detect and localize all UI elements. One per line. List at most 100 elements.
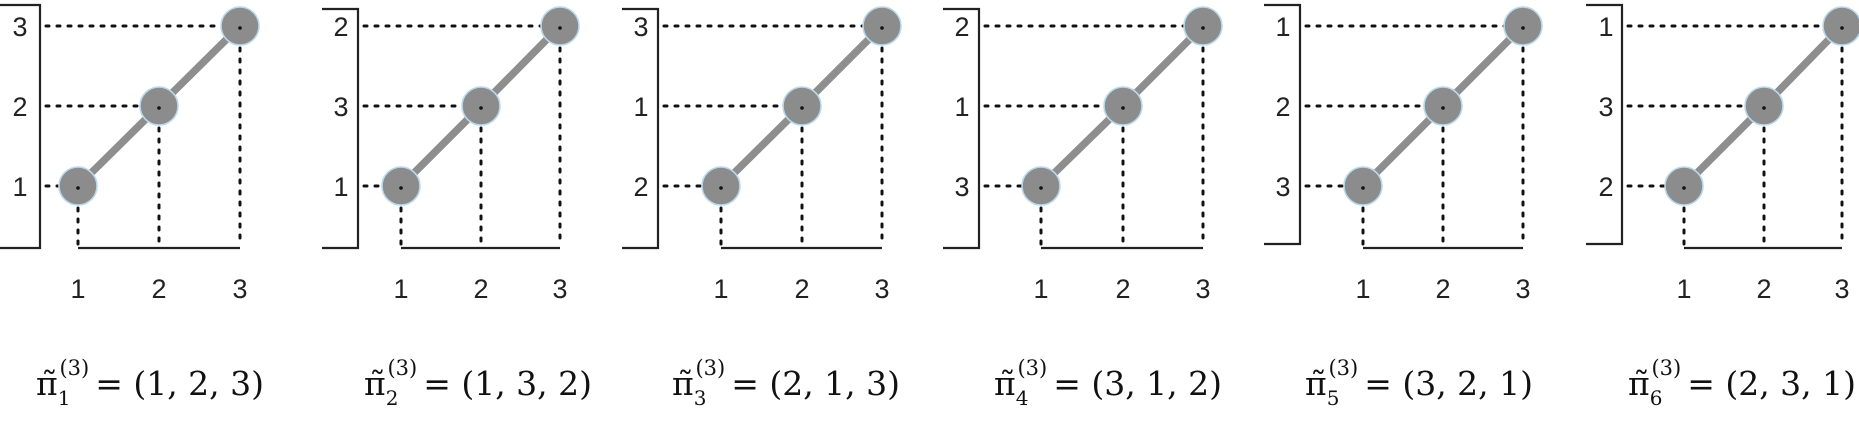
label-value: = (3, 1, 2) bbox=[1053, 364, 1222, 403]
node-1 bbox=[1021, 166, 1061, 206]
x-tick-label: 1 bbox=[713, 274, 728, 304]
label-subscript: 6 bbox=[1650, 386, 1663, 410]
node-center-dot bbox=[1361, 186, 1365, 190]
node-2 bbox=[1423, 86, 1463, 126]
x-tick-label: 2 bbox=[151, 274, 166, 304]
label-subscript: 2 bbox=[386, 386, 399, 410]
label-superscript: (3) bbox=[1328, 356, 1358, 380]
y-axis-bracket bbox=[943, 7, 981, 250]
label-subscript: 1 bbox=[58, 386, 71, 410]
y-tick-label: 3 bbox=[12, 12, 27, 42]
y-tick-label: 3 bbox=[333, 92, 348, 122]
label-value: = (3, 2, 1) bbox=[1364, 364, 1533, 403]
y-tick-label: 2 bbox=[1598, 172, 1613, 202]
y-axis-bracket bbox=[1264, 3, 1302, 246]
node-center-dot bbox=[479, 106, 483, 110]
x-tick-label: 2 bbox=[1756, 274, 1771, 304]
node-center-dot bbox=[1039, 186, 1043, 190]
x-tick-label: 3 bbox=[552, 274, 567, 304]
y-tick-label: 1 bbox=[1275, 12, 1290, 42]
permutation-label: π̃6 (3)= (2, 3, 1) bbox=[1628, 356, 1856, 410]
node-center-dot bbox=[157, 106, 161, 110]
panel-6: 1 3 2 1 2 3 π̃6 (3)= (2, 3, 1) bbox=[1586, 3, 1859, 410]
node-center-dot bbox=[1762, 106, 1766, 110]
y-tick-label: 2 bbox=[333, 12, 348, 42]
x-tick-label: 3 bbox=[232, 274, 247, 304]
node-3 bbox=[1183, 6, 1223, 46]
y-axis-bracket bbox=[322, 7, 360, 250]
node-3 bbox=[1822, 6, 1859, 46]
node-2 bbox=[782, 86, 822, 126]
node-center-dot bbox=[238, 26, 242, 30]
node-3 bbox=[862, 6, 902, 46]
pi-tilde-symbol: π̃ bbox=[36, 364, 58, 403]
node-1 bbox=[381, 166, 421, 206]
x-tick-label: 3 bbox=[1515, 274, 1530, 304]
x-tick-label: 1 bbox=[1033, 274, 1048, 304]
node-3 bbox=[220, 6, 260, 46]
node-2 bbox=[1103, 86, 1143, 126]
permutation-label: π̃5 (3)= (3, 2, 1) bbox=[1305, 356, 1533, 410]
x-tick-label: 2 bbox=[1435, 274, 1450, 304]
node-center-dot bbox=[880, 26, 884, 30]
node-center-dot bbox=[719, 186, 723, 190]
x-tick-label: 1 bbox=[393, 274, 408, 304]
node-center-dot bbox=[1521, 26, 1525, 30]
x-tick-label: 3 bbox=[1195, 274, 1210, 304]
x-tick-label: 3 bbox=[1834, 274, 1849, 304]
y-tick-label: 1 bbox=[1598, 12, 1613, 42]
pi-tilde-symbol: π̃ bbox=[994, 364, 1016, 403]
y-axis-bracket bbox=[0, 3, 42, 250]
label-subscript: 4 bbox=[1016, 386, 1029, 410]
label-superscript: (3) bbox=[387, 356, 417, 380]
node-center-dot bbox=[76, 186, 80, 190]
x-tick-label: 2 bbox=[794, 274, 809, 304]
x-tick-label: 2 bbox=[1115, 274, 1130, 304]
permutation-label: π̃4(3)= (3, 1, 2) bbox=[994, 356, 1222, 410]
node-1 bbox=[701, 166, 741, 206]
y-tick-label: 2 bbox=[633, 172, 648, 202]
panel-2: 2 3 1 1 2 3 π̃2 (3)= (1, 3, 2) bbox=[322, 6, 592, 410]
node-center-dot bbox=[1121, 106, 1125, 110]
y-tick-label: 2 bbox=[12, 92, 27, 122]
x-tick-label: 1 bbox=[1676, 274, 1691, 304]
node-center-dot bbox=[399, 186, 403, 190]
label-superscript: (3) bbox=[1651, 356, 1681, 380]
label-subscript: 5 bbox=[1327, 386, 1340, 410]
label-value: = (2, 3, 1) bbox=[1687, 364, 1856, 403]
pi-tilde-symbol: π̃ bbox=[1628, 364, 1650, 403]
y-tick-label: 3 bbox=[1598, 92, 1613, 122]
pi-tilde-symbol: π̃ bbox=[364, 364, 386, 403]
x-tick-label: 1 bbox=[1355, 274, 1370, 304]
node-3 bbox=[1503, 6, 1543, 46]
label-subscript: 3 bbox=[694, 386, 707, 410]
y-tick-label: 3 bbox=[954, 172, 969, 202]
pi-tilde-symbol: π̃ bbox=[672, 364, 694, 403]
node-center-dot bbox=[1201, 26, 1205, 30]
y-tick-label: 1 bbox=[12, 172, 27, 202]
node-3 bbox=[540, 6, 580, 46]
node-1 bbox=[58, 166, 98, 206]
y-tick-label: 2 bbox=[1275, 92, 1290, 122]
y-axis-bracket bbox=[1586, 3, 1624, 246]
node-center-dot bbox=[1840, 26, 1844, 30]
label-superscript: (3) bbox=[695, 356, 725, 380]
permutation-label: π̃1(3)= (1, 2, 3) bbox=[36, 356, 264, 410]
y-tick-label: 1 bbox=[333, 172, 348, 202]
permutation-label: π̃3(3)= (2, 1, 3) bbox=[672, 356, 900, 410]
node-center-dot bbox=[1441, 106, 1445, 110]
y-tick-label: 1 bbox=[954, 92, 969, 122]
node-2 bbox=[461, 86, 501, 126]
pi-tilde-symbol: π̃ bbox=[1305, 364, 1327, 403]
x-tick-label: 1 bbox=[70, 274, 85, 304]
node-1 bbox=[1664, 166, 1704, 206]
label-value: = (1, 3, 2) bbox=[423, 364, 592, 403]
permutation-label: π̃2 (3)= (1, 3, 2) bbox=[364, 356, 592, 410]
node-1 bbox=[1343, 166, 1383, 206]
node-center-dot bbox=[558, 26, 562, 30]
node-center-dot bbox=[1682, 186, 1686, 190]
